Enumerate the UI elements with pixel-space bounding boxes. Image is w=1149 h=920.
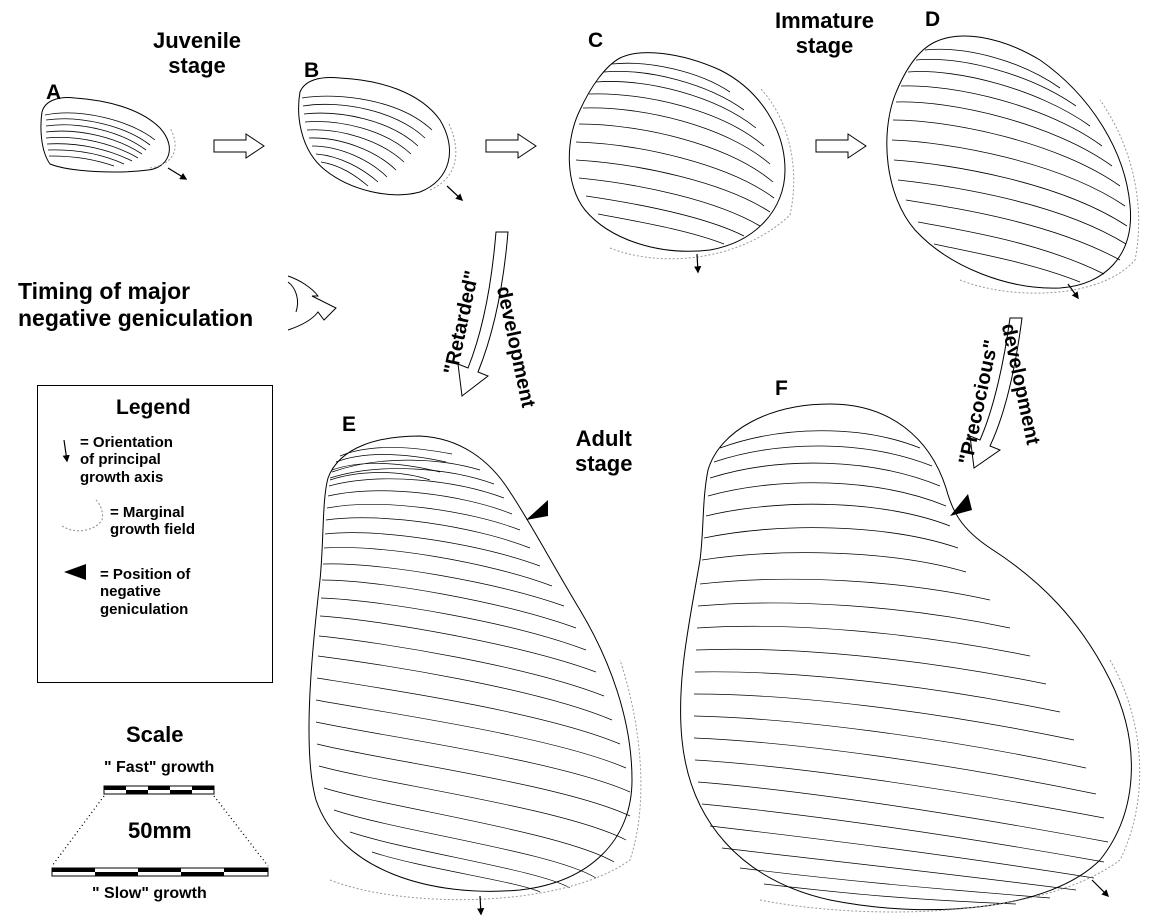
shell-a-growth-lines	[45, 113, 155, 166]
arrow-c-to-d	[816, 134, 866, 158]
shell-label-a: A	[46, 82, 61, 103]
growth-axis-arrow-f	[1092, 880, 1108, 896]
geniculation-marker-f	[950, 494, 972, 516]
slow-growth-scale-bar	[52, 868, 268, 876]
shell-b-growth-lines	[302, 96, 432, 186]
legend-item-growth-axis: = Orientation of principal growth axis	[80, 434, 173, 486]
juvenile-stage-label: Juvenile stage	[153, 28, 241, 79]
geniculation-marker-e	[526, 500, 548, 520]
legend-item-marginal-field: = Marginal growth field	[110, 504, 195, 539]
shell-label-f: F	[775, 378, 788, 399]
shell-d-growth-lines	[892, 49, 1127, 282]
marginal-growth-field-b	[430, 122, 456, 190]
scale-length-label: 50mm	[128, 820, 192, 842]
adult-stage-label: Adult stage	[575, 426, 632, 477]
shell-b	[299, 78, 462, 200]
timing-label: Timing of major negative geniculation	[18, 278, 253, 332]
shell-b-outline	[299, 78, 450, 195]
shell-f-growth-lines	[694, 579, 1108, 904]
growth-axis-arrow-b	[447, 186, 462, 200]
shell-a	[41, 98, 186, 179]
marginal-growth-field-a	[150, 128, 175, 168]
shell-a-outline	[41, 98, 169, 172]
timing-arrow	[288, 276, 336, 330]
shell-label-d: D	[925, 9, 940, 30]
legend-title: Legend	[116, 396, 191, 420]
shell-label-b: B	[304, 60, 319, 81]
shell-f-umbo-lines	[702, 431, 966, 572]
growth-axis-arrow-e	[480, 896, 481, 914]
shell-d	[887, 36, 1139, 298]
fast-growth-label: " Fast" growth	[104, 760, 214, 776]
shell-e-growth-lines	[316, 460, 630, 892]
fast-growth-scale-bar	[104, 786, 214, 794]
shell-f	[681, 404, 1140, 912]
marginal-growth-field-d	[960, 100, 1139, 293]
shell-c	[569, 53, 793, 272]
shell-c-growth-lines	[576, 63, 774, 244]
legend-item-geniculation: = Position of negative geniculation	[100, 566, 190, 618]
arrow-a-to-b	[214, 134, 264, 158]
arrow-b-to-c	[486, 134, 536, 158]
slow-growth-label: " Slow" growth	[92, 886, 207, 902]
shell-e	[309, 436, 641, 914]
shell-d-outline	[887, 36, 1131, 288]
growth-axis-arrow-a	[168, 168, 186, 179]
scale-title: Scale	[126, 724, 184, 746]
shell-label-e: E	[342, 414, 356, 435]
immature-stage-label: Immature stage	[775, 8, 874, 59]
shell-label-c: C	[588, 30, 603, 51]
marginal-growth-field-c	[610, 88, 794, 259]
